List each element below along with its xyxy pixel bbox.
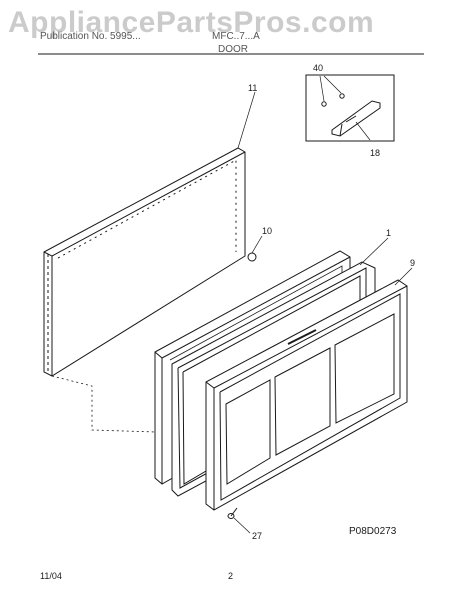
hinge-screw-icon <box>339 93 345 99</box>
footer-date: 11/04 <box>40 571 62 581</box>
lower-screw-icon <box>227 507 238 519</box>
section-title: DOOR <box>218 44 248 55</box>
door-outer <box>205 279 408 511</box>
model-number: MFC..7...A <box>212 31 260 42</box>
hinge-icon <box>331 100 381 137</box>
page-number: 2 <box>228 571 234 581</box>
callout-panel: 11 <box>248 83 258 93</box>
hinge-screw-icon <box>321 101 327 107</box>
callout-gasket: 1 <box>386 228 392 238</box>
callout-lower-screw: 27 <box>252 531 263 541</box>
watermark: AppliancePartsPros.com <box>8 6 375 39</box>
callout-screw: 10 <box>262 226 273 236</box>
screw-icon <box>247 252 257 262</box>
hinge-inset-box <box>305 74 395 142</box>
callout-hinge: 18 <box>370 148 381 158</box>
diagram-code: P08D0273 <box>349 526 397 537</box>
callout-door: 9 <box>410 258 416 268</box>
callout-hinge-screws: 40 <box>313 63 324 73</box>
publication-number: Publication No. 5995... <box>40 31 141 42</box>
